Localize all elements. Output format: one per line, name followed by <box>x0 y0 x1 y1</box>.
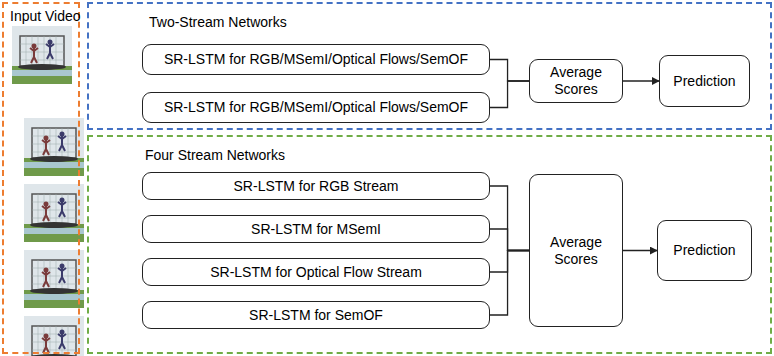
box-label: SR-LSTM for RGB/MSemI/Optical Flows/SemO… <box>164 51 468 68</box>
stream-group: Two-Stream NetworksSR-LSTM for RGB/MSemI… <box>87 2 772 130</box>
stream-box: SR-LSTM for Optical Flow Stream <box>142 258 490 286</box>
box-label: SR-LSTM for MSemI <box>251 221 381 238</box>
stream-box: SR-LSTM for RGB/MSemI/Optical Flows/SemO… <box>142 44 490 75</box>
stream-box: SR-LSTM for RGB Stream <box>142 172 490 200</box>
video-frame <box>24 118 84 176</box>
video-frame <box>24 250 84 308</box>
box-label: Prediction <box>673 242 735 259</box>
connector <box>490 186 529 251</box>
box-label: SR-LSTM for SemOF <box>249 307 383 324</box>
connector <box>490 81 529 108</box>
connector <box>490 60 529 82</box>
connector <box>490 251 529 273</box>
box-label: Average Scores <box>536 234 616 268</box>
video-frame <box>24 316 84 356</box>
connector <box>623 250 657 251</box>
stream-box: SR-LSTM for MSemI <box>142 215 490 243</box>
group-heading: Two-Stream Networks <box>149 14 287 31</box>
box-label: SR-LSTM for RGB/MSemI/Optical Flows/SemO… <box>164 99 468 116</box>
connector <box>623 80 659 81</box>
group-heading: Input Video <box>10 8 81 25</box>
box-label: SR-LSTM for RGB Stream <box>234 178 399 195</box>
prediction-box: Prediction <box>657 220 752 281</box>
stream-box: SR-LSTM for SemOF <box>142 301 490 329</box>
video-frame <box>24 184 84 242</box>
stream-box: SR-LSTM for RGB/MSemI/Optical Flows/SemO… <box>142 92 490 123</box>
group-heading: Four Stream Networks <box>145 147 285 164</box>
prediction-box: Prediction <box>659 55 750 107</box>
connector <box>490 229 529 251</box>
box-label: SR-LSTM for Optical Flow Stream <box>210 264 422 281</box>
connector <box>490 251 529 316</box>
box-label: Prediction <box>673 73 735 90</box>
fusion-box: Average Scores <box>529 59 623 103</box>
input-group: Input Video <box>2 2 80 354</box>
box-label: Average Scores <box>536 64 616 98</box>
fusion-box: Average Scores <box>529 174 623 327</box>
stream-group: Four Stream NetworksSR-LSTM for RGB Stre… <box>87 135 772 354</box>
video-frame <box>12 26 72 84</box>
